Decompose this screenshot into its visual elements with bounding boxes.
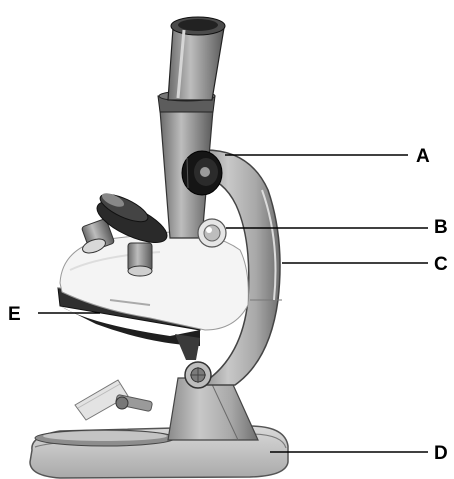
label-e: E — [8, 305, 21, 324]
fine-focus-knob — [198, 219, 226, 247]
eyepiece — [168, 17, 225, 100]
label-c: C — [434, 255, 448, 274]
label-b: B — [434, 218, 448, 237]
coarse-adjustment-knob — [182, 151, 222, 195]
mirror — [75, 380, 153, 420]
label-d: D — [434, 444, 448, 463]
label-a: A — [416, 147, 430, 166]
fine-adjustment-knob — [185, 362, 211, 388]
microscope-pillar — [168, 378, 258, 440]
